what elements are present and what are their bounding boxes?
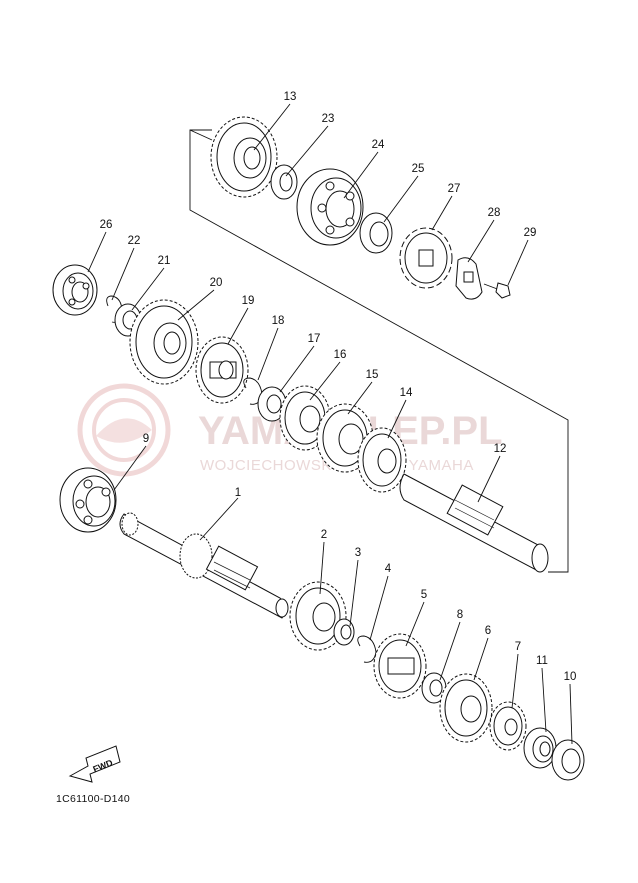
- part-27-sprocket: [399, 227, 453, 289]
- part-8-washer: [421, 672, 447, 704]
- part-24-bearing: [296, 168, 364, 246]
- callout-19: 19: [242, 295, 255, 307]
- callout-21: 21: [158, 255, 171, 267]
- callout-5: 5: [421, 589, 427, 601]
- leader-lines: [87, 103, 573, 745]
- callout-25: 25: [412, 163, 425, 175]
- part-2-gear: [289, 581, 347, 651]
- callout-29: 29: [524, 227, 537, 239]
- callout-8: 8: [457, 609, 463, 621]
- callout-22: 22: [128, 235, 141, 247]
- part-23-washer: [270, 164, 298, 200]
- part-4-circlip: [357, 635, 377, 663]
- callout-24: 24: [372, 139, 385, 151]
- callout-10: 10: [564, 671, 577, 683]
- callout-17: 17: [308, 333, 321, 345]
- callout-23: 23: [322, 113, 335, 125]
- part-5-gear: [373, 633, 427, 699]
- part-17-washer: [257, 386, 287, 422]
- part-26-bearing: [52, 264, 98, 316]
- part-13-gear: [210, 116, 278, 198]
- part-10-oil-seal: [551, 739, 585, 781]
- part-1-main-axle: [119, 512, 289, 619]
- part-11-bearing: [523, 727, 557, 769]
- group-bracket: [189, 129, 569, 573]
- fwd-arrow-icon: FWD: [68, 745, 121, 783]
- part-9-bearing: [59, 467, 117, 533]
- diagram-code: 1C61100-D140: [56, 793, 130, 805]
- callout-11: 11: [536, 655, 548, 667]
- part-6-gear: [439, 673, 493, 743]
- callout-26: 26: [100, 219, 113, 231]
- callout-2: 2: [321, 529, 327, 541]
- callout-28: 28: [488, 207, 501, 219]
- part-3-washer: [333, 618, 355, 646]
- callout-27: 27: [448, 183, 461, 195]
- part-19-gear: [195, 336, 249, 404]
- callout-13: 13: [284, 91, 297, 103]
- callout-labels: 1 2 3 4 5 6 7 8 9 10 11 12 13 14 15 16 1…: [100, 91, 577, 683]
- part-12-drive-axle: [399, 473, 549, 573]
- callout-3: 3: [355, 547, 361, 559]
- callout-1: 1: [235, 487, 241, 499]
- callout-14: 14: [400, 387, 413, 399]
- part-25-oil-seal: [359, 212, 393, 254]
- callout-18: 18: [272, 315, 285, 327]
- callout-7: 7: [515, 641, 521, 653]
- callout-9: 9: [143, 433, 149, 445]
- watermark-logo-icon: [77, 383, 171, 477]
- part-29-bolt: [483, 282, 511, 299]
- callout-15: 15: [366, 369, 379, 381]
- callout-16: 16: [334, 349, 347, 361]
- callout-6: 6: [485, 625, 491, 637]
- part-14-gear: [357, 427, 407, 493]
- part-7-gear: [489, 701, 527, 751]
- callout-20: 20: [210, 277, 223, 289]
- part-28-lock-washer: [455, 257, 483, 300]
- group-bracket-top: [189, 129, 213, 141]
- part-20-gear: [129, 299, 199, 385]
- callout-4: 4: [385, 563, 392, 575]
- callout-12: 12: [494, 443, 507, 455]
